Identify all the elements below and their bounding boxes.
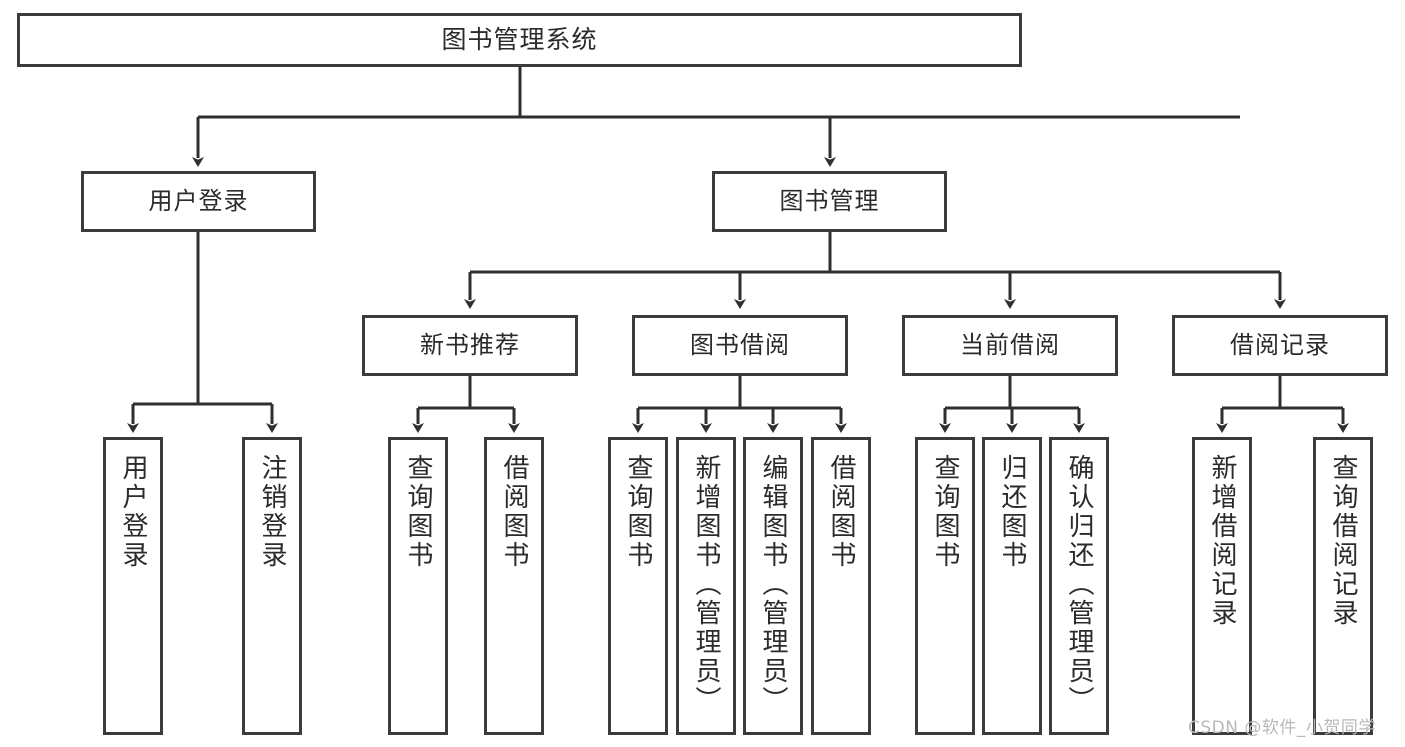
leaf-user-login[interactable]: 用户登录 [103, 437, 163, 735]
node-book-management[interactable]: 图书管理 [712, 171, 947, 232]
leaf-query-book-1-label: 查询图书 [403, 454, 434, 570]
node-current-borrow[interactable]: 当前借阅 [902, 315, 1118, 376]
leaf-add-book[interactable]: 新增图书（管理员） [676, 437, 736, 735]
leaf-query-record-label: 查询借阅记录 [1328, 454, 1359, 628]
leaf-return-book-label: 归还图书 [997, 454, 1028, 570]
node-root-label: 图书管理系统 [441, 25, 598, 55]
node-root[interactable]: 图书管理系统 [17, 13, 1022, 67]
leaf-confirm-return-label: 确认归还（管理员） [1064, 454, 1095, 715]
node-book-borrow-label: 图书借阅 [690, 331, 790, 360]
leaf-user-logout-label: 注销登录 [257, 454, 288, 570]
leaf-query-book-3-label: 查询图书 [930, 454, 961, 570]
leaf-add-book-label: 新增图书（管理员） [691, 454, 722, 715]
leaf-borrow-book-2[interactable]: 借阅图书 [811, 437, 871, 735]
node-borrow-record[interactable]: 借阅记录 [1172, 315, 1388, 376]
leaf-edit-book-label: 编辑图书（管理员） [758, 454, 789, 715]
node-new-book-recommend-label: 新书推荐 [420, 331, 520, 360]
leaf-edit-book[interactable]: 编辑图书（管理员） [743, 437, 803, 735]
node-new-book-recommend[interactable]: 新书推荐 [362, 315, 578, 376]
node-current-borrow-label: 当前借阅 [960, 331, 1060, 360]
leaf-borrow-book-1[interactable]: 借阅图书 [484, 437, 544, 735]
node-book-management-label: 图书管理 [779, 187, 880, 216]
leaf-add-record-label: 新增借阅记录 [1207, 454, 1238, 628]
leaf-user-login-label: 用户登录 [118, 454, 149, 570]
node-borrow-record-label: 借阅记录 [1230, 331, 1330, 360]
leaf-borrow-book-2-label: 借阅图书 [826, 454, 857, 570]
leaf-return-book[interactable]: 归还图书 [982, 437, 1042, 735]
node-user-login-label: 用户登录 [148, 187, 249, 216]
leaf-query-book-1[interactable]: 查询图书 [388, 437, 448, 735]
node-user-login[interactable]: 用户登录 [81, 171, 316, 232]
leaf-query-record[interactable]: 查询借阅记录 [1313, 437, 1373, 735]
node-book-borrow[interactable]: 图书借阅 [632, 315, 848, 376]
leaf-add-record[interactable]: 新增借阅记录 [1192, 437, 1252, 735]
leaf-user-logout[interactable]: 注销登录 [242, 437, 302, 735]
leaf-borrow-book-1-label: 借阅图书 [499, 454, 530, 570]
leaf-confirm-return[interactable]: 确认归还（管理员） [1049, 437, 1109, 735]
leaf-query-book-3[interactable]: 查询图书 [915, 437, 975, 735]
leaf-query-book-2[interactable]: 查询图书 [608, 437, 668, 735]
leaf-query-book-2-label: 查询图书 [623, 454, 654, 570]
csdn-watermark: CSDN @软件_小贺同学 [1188, 718, 1376, 738]
